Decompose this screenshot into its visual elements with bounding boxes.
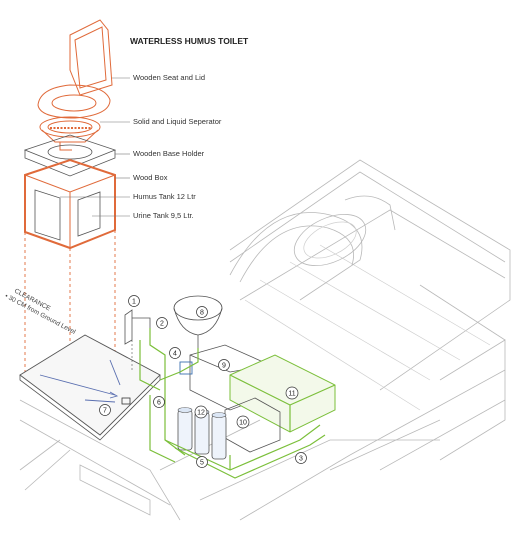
diagram-title: WATERLESS HUMUS TOILET	[130, 36, 249, 46]
label-base-holder: Wooden Base Holder	[133, 149, 205, 158]
svg-text:5: 5	[200, 460, 204, 467]
marker-2: 2	[156, 317, 168, 329]
svg-text:6: 6	[157, 400, 161, 407]
svg-text:1: 1	[132, 299, 136, 306]
toilet-lid	[69, 19, 113, 96]
separator-insert	[39, 116, 101, 151]
marker-10: 10	[236, 415, 250, 429]
marker-9: 9	[218, 359, 230, 371]
marker-1: 1	[128, 295, 140, 307]
marker-8: 8	[196, 306, 208, 318]
marker-12: 12	[194, 405, 208, 419]
label-wood-box: Wood Box	[133, 173, 168, 182]
marker-4: 4	[169, 347, 181, 359]
svg-text:3: 3	[299, 456, 303, 463]
label-wooden-seat-and-lid: Wooden Seat and Lid	[133, 73, 205, 82]
plumbing-system	[124, 295, 336, 479]
svg-text:7: 7	[103, 408, 107, 415]
label-humus-tank: Humus Tank 12 Ltr	[133, 192, 196, 201]
marker-3: 3	[295, 452, 307, 464]
marker-11: 11	[285, 386, 299, 400]
clearance-note: CLEARANCE • 30 CM from Ground Level	[4, 288, 77, 337]
toilet-exploded-view	[23, 19, 117, 380]
svg-text:4: 4	[173, 351, 177, 358]
svg-text:12: 12	[197, 410, 205, 417]
marker-5: 5	[196, 456, 208, 468]
toilet-seat	[37, 84, 111, 119]
svg-text:10: 10	[239, 420, 247, 427]
svg-text:9: 9	[222, 363, 226, 370]
trailer-frame	[19, 159, 511, 521]
marker-7: 7	[99, 404, 111, 416]
svg-text:8: 8	[200, 310, 204, 317]
label-urine-tank: Urine Tank 9,5 Ltr.	[133, 211, 194, 220]
marker-6: 6	[153, 396, 165, 408]
floor-plate	[19, 334, 161, 441]
svg-text:2: 2	[160, 321, 164, 328]
label-separator: Solid and Liquid Seperator	[133, 117, 222, 126]
svg-text:11: 11	[288, 391, 295, 398]
water-filters	[177, 407, 227, 460]
wood-box	[24, 158, 116, 250]
